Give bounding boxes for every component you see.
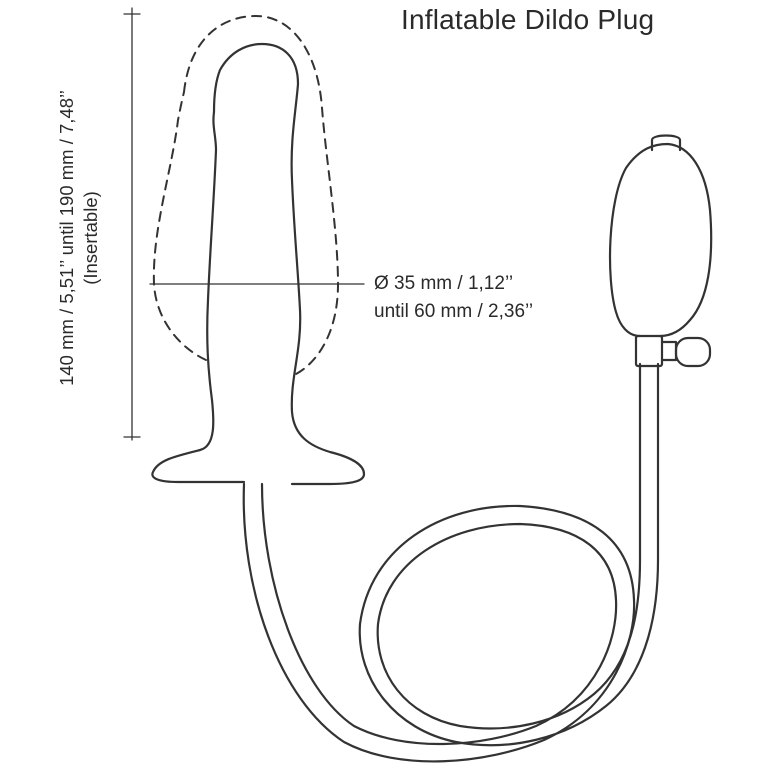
valve-icon[interactable] [634,334,712,368]
inflated-outline [152,14,340,375]
diameter-label: Ø 35 mm / 1,12’’ until 60 mm / 2,36’’ [374,270,533,326]
length-line2: (Insertable) [80,191,101,285]
length-label: 140 mm / 5,51’’ until 190 mm / 7,48’’ (I… [55,58,103,418]
diameter-line1: Ø 35 mm / 1,12’’ [374,273,514,294]
pump-bulb-icon[interactable] [608,134,713,338]
tube-outer [242,362,660,763]
length-dimension-line [123,7,141,441]
diameter-line2: until 60 mm / 2,36’’ [374,301,534,322]
length-line1: 140 mm / 5,51’’ until 190 mm / 7,48’’ [56,90,77,386]
product-title: Inflatable Dildo Plug [401,4,655,35]
tube-inner [260,362,642,746]
plug-body [151,42,366,486]
